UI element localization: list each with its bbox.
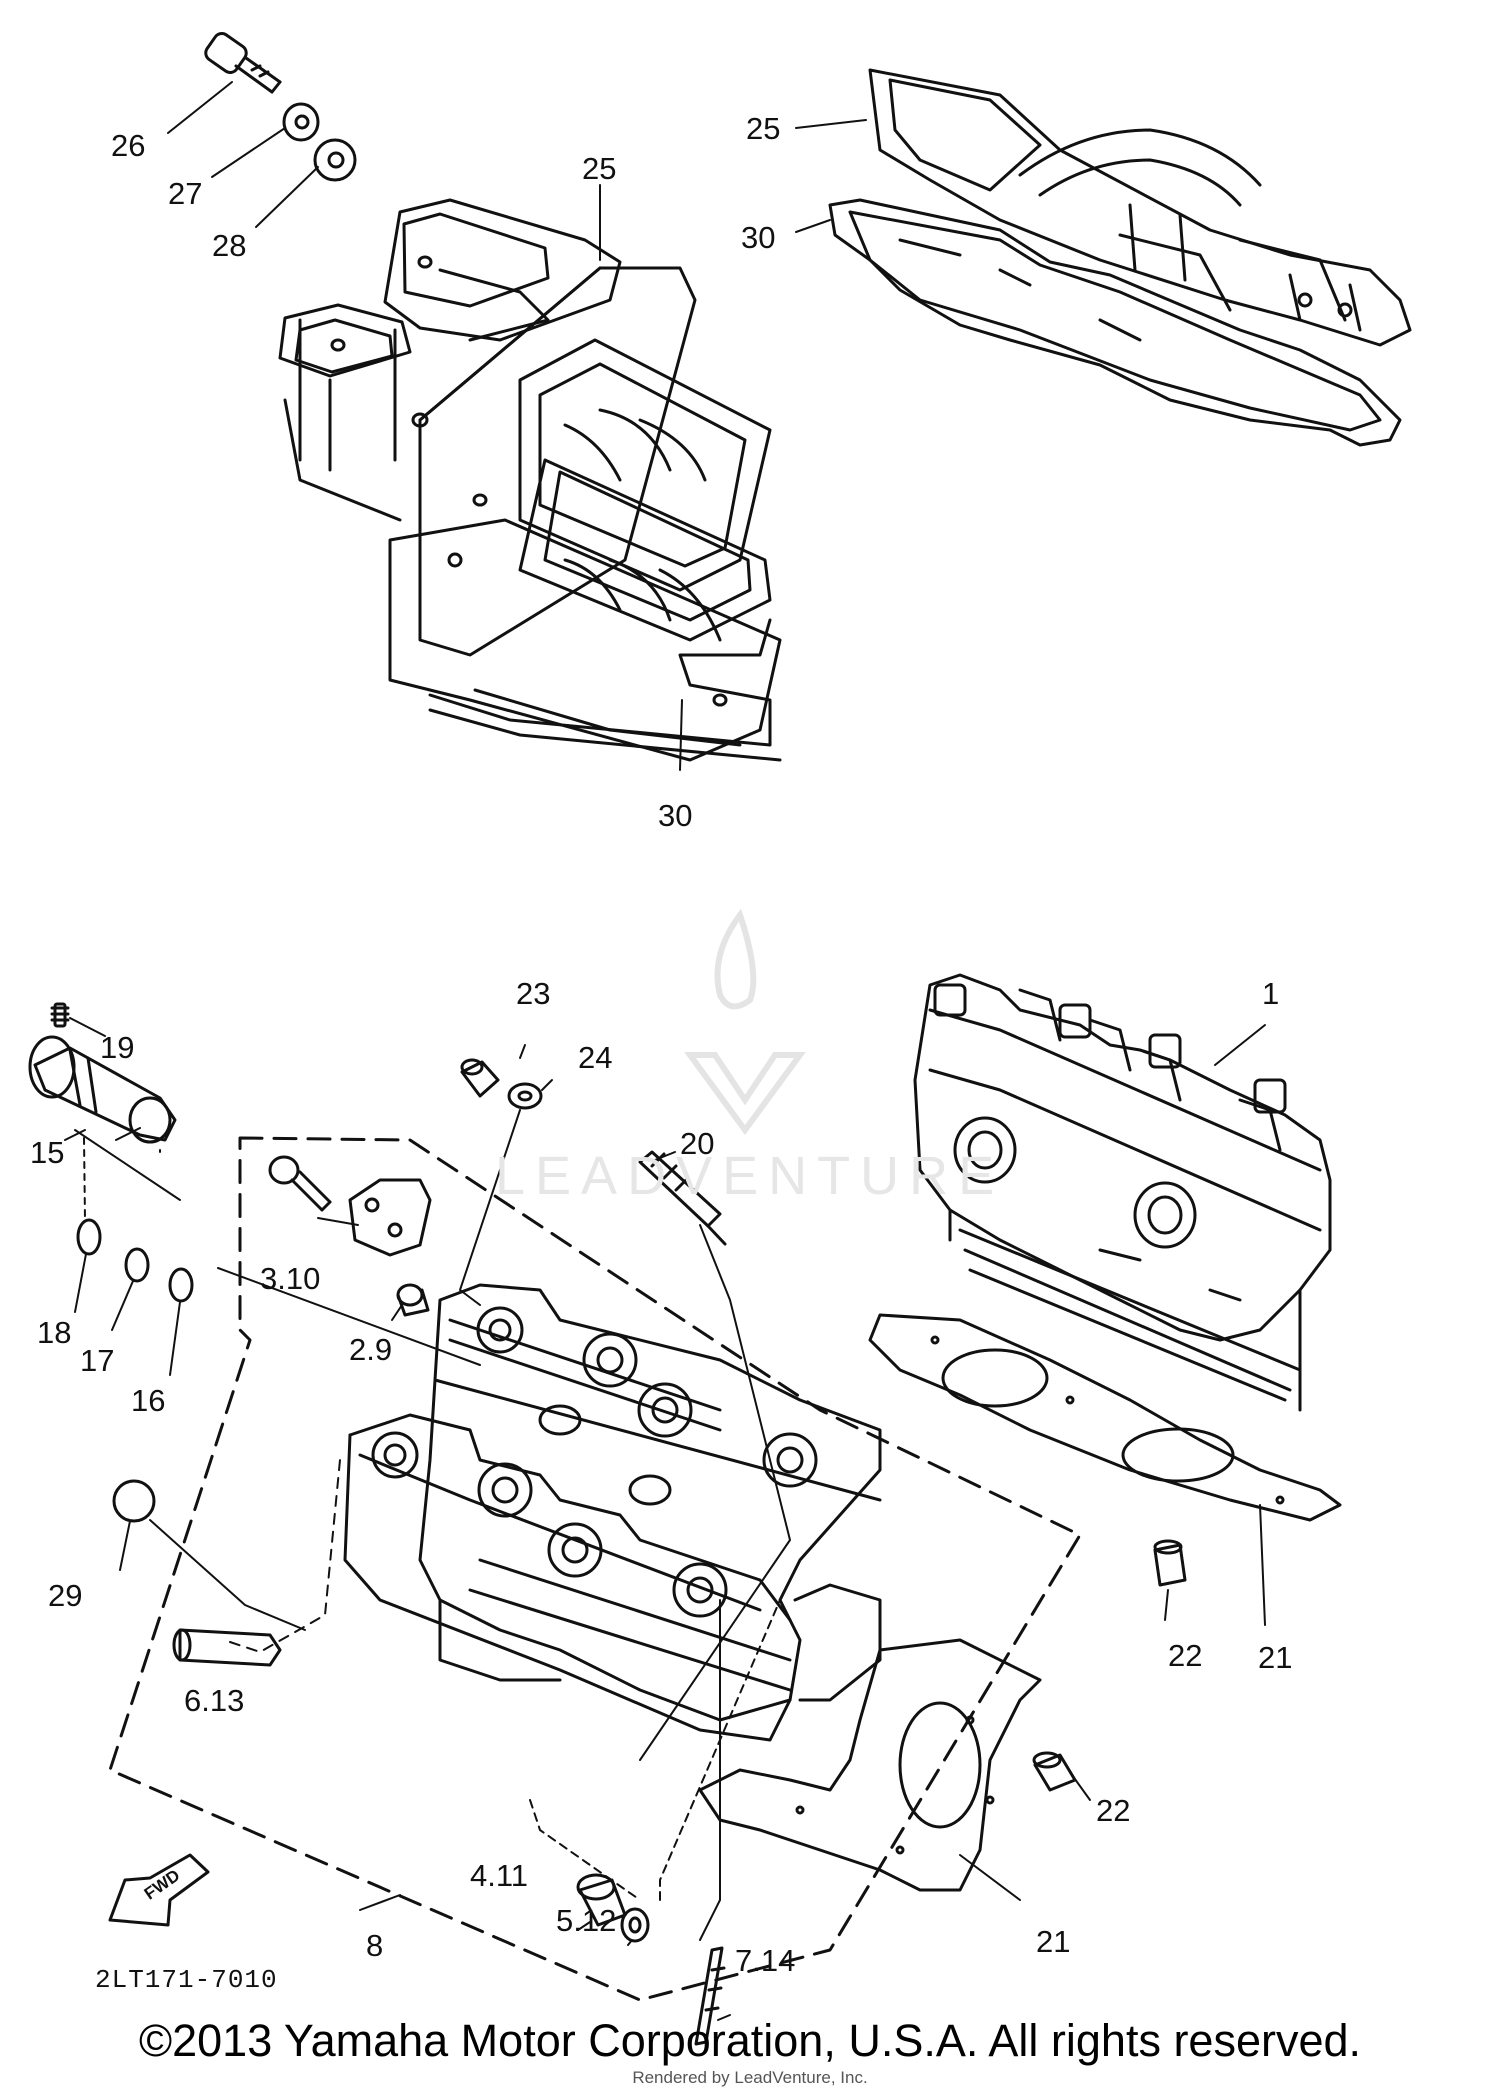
bolt-3-10: [268, 1155, 332, 1212]
diagram-code: 2LT171-7010: [95, 1965, 278, 1995]
o-ring-18: [76, 1218, 102, 1256]
union-bolt-19: [50, 1002, 70, 1028]
seal-2-9: [396, 1283, 430, 1317]
part-label-30-front: 30: [658, 798, 693, 833]
cylinder-head-gasket-21-front: [698, 1638, 1042, 1892]
rendered-by-credit: Rendered by LeadVenture, Inc.: [632, 2068, 868, 2087]
part-label-6-13: 6.13: [184, 1683, 245, 1718]
part-label-15: 15: [30, 1135, 65, 1170]
gasket-30-rear: [828, 198, 1402, 447]
watermark-logo-icon: [684, 908, 806, 1135]
cylinder-head-1: [913, 973, 1332, 1412]
watermark-text: LEADVENTURE: [495, 1146, 1005, 1206]
part-label-17: 17: [80, 1343, 115, 1378]
cylinder-head-front: [343, 1283, 882, 1742]
leader-lines: [69, 81, 1266, 2021]
part-label-2-9: 2.9: [349, 1332, 393, 1367]
kit-outline-8: [108, 1136, 1082, 2002]
washer-24: [507, 1082, 543, 1110]
dowel-pin-22-upper: [1153, 1539, 1187, 1587]
cylinder-head-gasket-21-rear: [868, 1313, 1342, 1522]
part-label-28: 28: [212, 228, 247, 263]
plug-29: [112, 1479, 156, 1523]
connection-lines: [64, 1109, 791, 1941]
washer-28: [313, 138, 357, 182]
part-label-24: 24: [578, 1040, 613, 1075]
copyright-notice: ©2013 Yamaha Motor Corporation, U.S.A. A…: [138, 2015, 1362, 2066]
part-label-22-upper: 22: [1168, 1638, 1203, 1673]
o-ring-16: [168, 1267, 194, 1303]
head-cover-front: [278, 198, 782, 762]
part-label-20: 20: [680, 1126, 715, 1161]
stud-7-14: [694, 1946, 726, 2046]
fwd-arrow-icon: [108, 1853, 210, 1927]
part-label-18: 18: [37, 1315, 72, 1350]
part-label-19: 19: [100, 1030, 135, 1065]
part-label-25-front: 25: [582, 151, 617, 186]
part-label-27: 27: [168, 176, 203, 211]
bolt-26: [204, 32, 282, 94]
gasket-30-front: [428, 618, 782, 762]
head-cover-rear: [868, 68, 1412, 347]
part-label-25-rear: 25: [746, 111, 781, 146]
part-label-5-12: 5.12: [556, 1903, 617, 1938]
o-ring-17: [124, 1247, 150, 1283]
part-label-21-rear: 21: [1258, 1640, 1293, 1675]
washer-27: [282, 102, 320, 142]
dowel-pin-22-lower: [1032, 1751, 1077, 1792]
part-label-30-rear: 30: [741, 220, 776, 255]
part-label-3-10: 3.10: [260, 1261, 321, 1296]
part-label-16: 16: [131, 1383, 166, 1418]
part-label-29: 29: [48, 1578, 83, 1613]
part-label-26: 26: [111, 128, 146, 163]
plug-23: [460, 1058, 500, 1098]
washer-5-12: [620, 1907, 650, 1943]
cover-plate: [348, 1178, 432, 1257]
part-label-4-11: 4.11: [470, 1858, 529, 1893]
part-label-1: 1: [1262, 976, 1280, 1011]
part-label-8: 8: [366, 1928, 384, 1963]
oil-pipe-15: [28, 1035, 177, 1144]
spark-plug-20: [638, 1150, 727, 1246]
part-label-23: 23: [516, 976, 551, 1011]
part-label-22-lower: 22: [1096, 1793, 1131, 1828]
part-label-21-front: 21: [1036, 1924, 1071, 1959]
pipe-6-13: [172, 1628, 282, 1667]
part-label-7-14: 7.14: [735, 1943, 796, 1978]
